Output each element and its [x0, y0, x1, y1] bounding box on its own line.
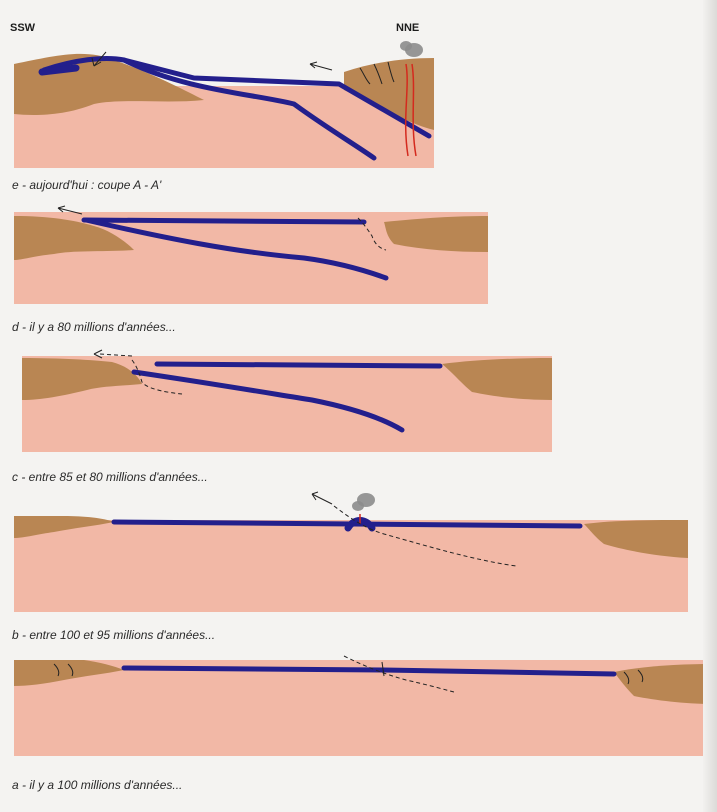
caption-b: b - entre 100 et 95 millions d'années... [12, 628, 215, 642]
arrow-e-right [310, 62, 332, 70]
volcano-smoke-e2 [400, 41, 412, 51]
caption-e: e - aujourd'hui : coupe A - A' [12, 178, 161, 192]
arrow-b [312, 492, 332, 504]
cross-section-c [22, 356, 552, 452]
cross-section-d [14, 212, 488, 304]
caption-a: a - il y a 100 millions d'années... [12, 778, 182, 792]
orientation-ssw-label: SSW [10, 22, 35, 34]
scan-edge [703, 0, 717, 812]
caption-d: d - il y a 80 millions d'années... [12, 320, 176, 334]
cross-section-b [14, 490, 688, 612]
mantle-b [14, 520, 688, 612]
ocean-crust-upper-c [157, 364, 440, 366]
cross-section-a [14, 646, 714, 756]
volcano-smoke-b2 [352, 501, 364, 511]
cross-section-e [14, 38, 434, 168]
arrow-c [100, 354, 132, 356]
caption-c: c - entre 85 et 80 millions d'années... [12, 470, 208, 484]
ocean-remnant-e [42, 68, 76, 72]
ocean-crust-upper-d [84, 220, 364, 222]
orientation-nne-label: NNE [396, 22, 419, 34]
